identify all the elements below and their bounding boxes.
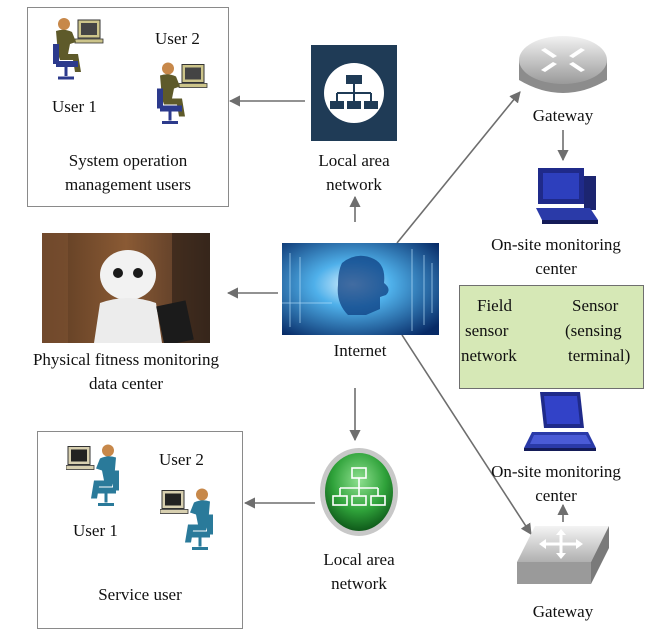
user-1-top-icon (53, 18, 104, 80)
top-users-caption-line2: management users (64, 175, 192, 194)
laptop-icon (524, 392, 596, 451)
lan-bottom-label-line1: Local area (323, 550, 395, 569)
robot-photo (42, 233, 210, 343)
arrow-internet-to-gateway-bottom (401, 334, 532, 535)
field-sensor-box (459, 285, 644, 389)
onsite-bottom-label-line1: On-site monitoring (491, 462, 621, 481)
field-right-line1: Sensor (572, 296, 619, 315)
lan-top-label-line1: Local area (318, 151, 390, 170)
user-2-top-icon (157, 62, 208, 124)
gateway-top-label: Gateway (532, 106, 594, 125)
gateway-bottom-label: Gateway (532, 602, 594, 621)
lan-bottom-label-line2: network (331, 574, 387, 593)
bottom-user-1-label: User 1 (73, 521, 118, 540)
internet-ai-image (282, 243, 439, 335)
data-center-label-line2: data center (88, 374, 164, 393)
bottom-users-caption: Service user (98, 585, 182, 604)
field-left-line3: network (461, 346, 517, 365)
lan-top-icon (311, 45, 397, 141)
data-center-label-line1: Physical fitness monitoring (32, 350, 220, 369)
gateway-top-router-icon (519, 36, 607, 93)
arrow-internet-to-gateway-top (396, 91, 521, 244)
field-left-line2: sensor (465, 321, 509, 340)
field-right-line3: terminal) (568, 346, 631, 365)
top-user-1-label: User 1 (52, 97, 97, 116)
lan-top-label-line2: network (326, 175, 382, 194)
gateway-bottom-switch-icon (517, 526, 609, 584)
internet-label: Internet (333, 341, 387, 360)
bottom-user-2-label: User 2 (159, 450, 204, 469)
desktop-computer-icon (536, 168, 598, 224)
field-left-line1: Field (477, 296, 512, 315)
field-right-line2: (sensing (565, 321, 622, 340)
onsite-top-label-line1: On-site monitoring (491, 235, 621, 254)
user-1-bottom-icon (66, 444, 119, 506)
top-users-caption-line1: System operation (68, 151, 188, 170)
lan-bottom-icon (320, 448, 398, 536)
onsite-bottom-label-line2: center (535, 486, 577, 505)
top-user-2-label: User 2 (155, 29, 200, 48)
onsite-top-label-line2: center (535, 259, 577, 278)
user-2-bottom-icon (160, 488, 213, 550)
